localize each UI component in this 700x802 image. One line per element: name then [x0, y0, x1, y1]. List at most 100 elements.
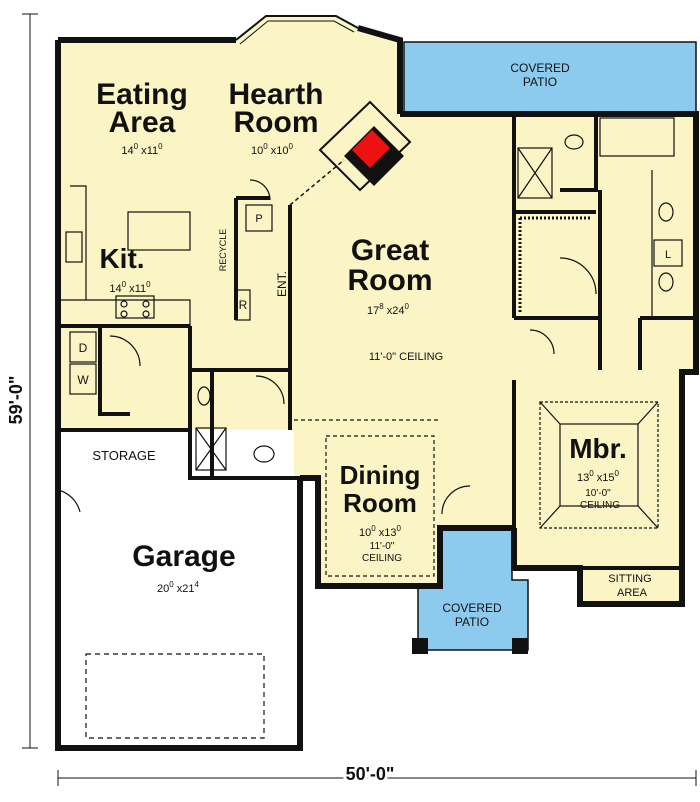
master-fixtures [517, 117, 683, 529]
dining-door-arc [441, 485, 471, 515]
sink [65, 231, 83, 263]
cooktop-burner [142, 300, 150, 308]
exterior-walls [55, 25, 699, 751]
garage-dims: 200 x214 [157, 580, 200, 595]
closet-rod [518, 216, 590, 314]
wall-master-bath [560, 114, 602, 318]
linen-label: L [665, 249, 671, 261]
shower-hall-x [195, 427, 227, 471]
tray-ceiling-outer [539, 401, 659, 529]
dining-room-ceiling-2: CEILING [362, 553, 402, 564]
fireplace [289, 100, 412, 206]
room-labels: Eating Area 140 x110 Hearth Room 100 x10… [3, 61, 671, 787]
wall-north-right [357, 25, 403, 114]
pantry-box [245, 204, 273, 232]
wall-laundry-mid [98, 326, 130, 416]
great-room-dims: 178 x240 [367, 302, 410, 317]
dining-room-name-2: Room [343, 488, 417, 518]
living-floor [58, 15, 696, 604]
garage-door-outline [85, 653, 265, 739]
wall-west [55, 40, 303, 751]
entry-door-arc [249, 179, 271, 201]
garage-name: Garage [132, 540, 235, 573]
sink-hall [197, 386, 211, 406]
vanity-sink-1 [658, 202, 674, 222]
wall-east-patio [400, 111, 699, 607]
garage-fill [58, 430, 294, 748]
overall-depth-label: 59'-0" [6, 376, 26, 425]
vanity-sink-2 [658, 272, 674, 292]
great-room-name-1: Great [351, 234, 429, 267]
wall-front-dining [300, 475, 514, 589]
recycle-label: RECYCLE [218, 229, 228, 272]
laundry-door-arc [109, 335, 141, 367]
interior-walls [58, 114, 696, 570]
bay-window [235, 15, 359, 41]
floor-fill-main [58, 16, 696, 604]
pantry-label: P [255, 213, 262, 225]
cooktop-burner [120, 310, 128, 318]
overall-width-label: 50'-0" [346, 764, 395, 784]
kitchen-counter-west [58, 185, 191, 326]
great-room-ceiling: 11'-0" CEILING [369, 351, 443, 363]
fireplace-firebox [352, 130, 390, 168]
cooktop-burner [142, 310, 150, 318]
patio-rear-fill [403, 41, 697, 115]
wall-hall-bath [190, 368, 292, 478]
eating-area-dims: 140 x110 [121, 142, 163, 157]
patio-rear-label-2: PATIO [523, 75, 557, 89]
tub [599, 117, 675, 157]
closet-door-arc [529, 329, 555, 355]
dining-room-dims: 100 x130 [359, 524, 402, 539]
kitchen-fixtures [58, 179, 273, 326]
dining-room-name-1: Dining [340, 460, 421, 490]
tray-ceiling-corners [539, 401, 659, 529]
kitchen-name: Kit. [99, 243, 144, 274]
covered-patio-rear [403, 41, 697, 115]
dim-depth-line [22, 13, 38, 749]
bay-window-inner [239, 20, 355, 45]
washer-label: W [77, 373, 89, 387]
shower-master-x [517, 147, 553, 199]
hearth-room-dims: 100 x100 [251, 142, 294, 157]
kitchen-island [127, 211, 191, 251]
master-dims: 130 x150 [577, 469, 620, 484]
washer-box [69, 363, 97, 395]
patio-post-left [412, 638, 428, 654]
eating-area-name-2: Area [109, 106, 176, 139]
storage-label: STORAGE [92, 448, 156, 463]
hearth-room-name-2: Room [234, 106, 319, 139]
dimension-lines [22, 13, 697, 786]
sitting-area-2: AREA [617, 587, 648, 599]
cooktop [115, 295, 155, 319]
patio-front-label-1: COVERED [442, 601, 502, 615]
wall-garage-north [58, 428, 300, 480]
shower-master [517, 147, 553, 199]
patio-rear-label-1: COVERED [510, 61, 570, 75]
hearth-room-name-1: Hearth [228, 78, 323, 111]
hearth-wall-dashed [289, 159, 345, 206]
toilet-master [564, 134, 584, 150]
dryer-box [69, 331, 97, 363]
dryer-label: D [79, 341, 88, 355]
laundry-fixtures [69, 331, 285, 471]
dining-room-ceiling-1: 11'-0" [370, 541, 395, 552]
patio-post-right [512, 638, 528, 654]
master-door-arc [559, 257, 597, 295]
great-room-name-2: Room [348, 264, 433, 297]
toilet-hall [253, 445, 275, 463]
master-name: Mbr. [569, 433, 627, 464]
entry-label: ENT. [275, 271, 289, 297]
refrigerator-box [235, 289, 251, 321]
refrigerator-label: R [239, 298, 248, 312]
tray-ceiling-inner [559, 423, 639, 507]
master-ceiling-1: 10'-0" [585, 488, 611, 499]
shower-hall [195, 427, 227, 471]
linen-box [653, 239, 683, 267]
cooktop-burner [120, 300, 128, 308]
sitting-area-1: SITTING [608, 573, 651, 585]
kitchen-dims: 140 x110 [109, 280, 151, 295]
eating-area-name-1: Eating [96, 78, 188, 111]
patio-front-label-2: PATIO [455, 615, 489, 629]
